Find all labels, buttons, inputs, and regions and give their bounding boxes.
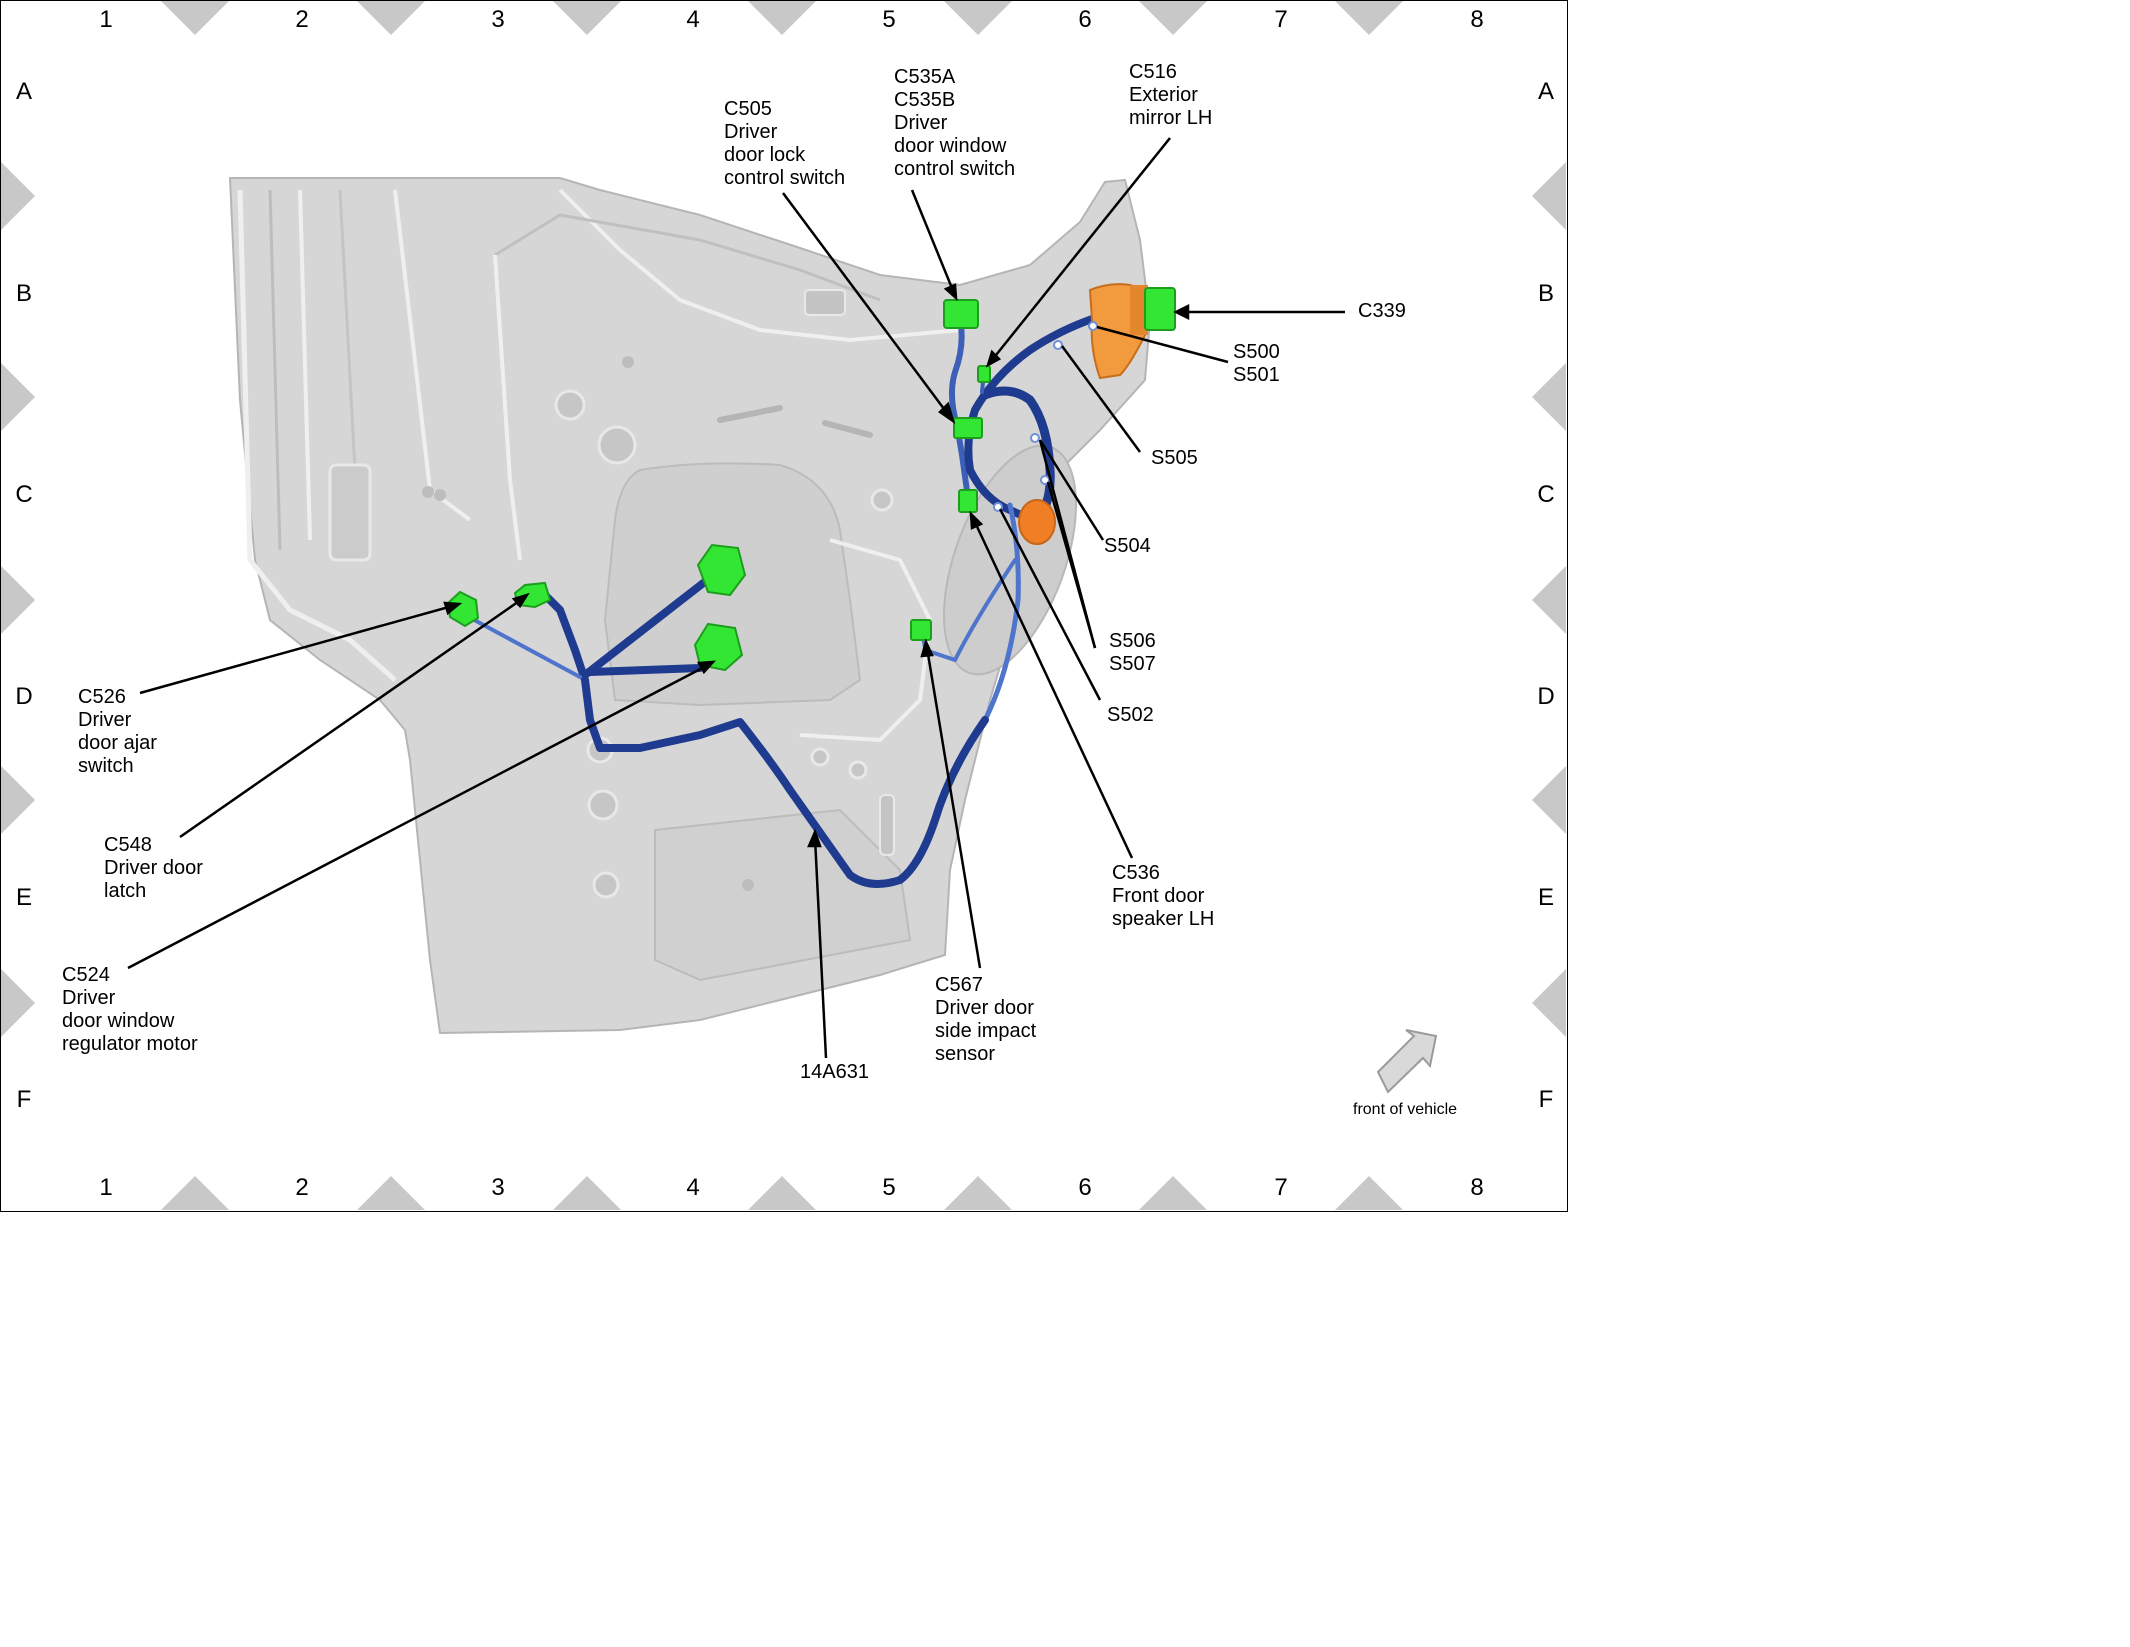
leader-lines (127, 137, 1345, 1059)
border-mark-top-2 (357, 1, 425, 35)
grid-row-left-C: C (15, 481, 33, 508)
door-panel (228, 177, 1152, 1035)
splice-s506-s507 (1040, 475, 1050, 485)
label-s504: S504 (1104, 535, 1151, 557)
grid-row-left-B: B (15, 280, 32, 307)
wiring-diagram (1, 1, 1566, 1210)
border-zone-marks (1, 1, 1566, 1210)
splice-s500-s501 (1088, 321, 1098, 331)
border-mark-bottom-3 (553, 1176, 621, 1210)
grid-column-bottom-8: 8 (1470, 1174, 1484, 1201)
connector-c526 (446, 590, 480, 628)
border-mark-left-1 (1, 162, 35, 230)
grid-row-right-E: E (1537, 884, 1554, 911)
border-mark-top-5 (944, 1, 1012, 35)
border-mark-bottom-7 (1335, 1176, 1403, 1210)
connectors (446, 287, 1176, 672)
grid-column-top-6: 6 (1078, 6, 1092, 33)
border-mark-left-4 (1, 766, 35, 834)
border-mark-right-5 (1532, 969, 1566, 1037)
splices (993, 321, 1098, 512)
label-c339: C339 (1358, 300, 1406, 322)
label-s502: S502 (1107, 704, 1154, 726)
border-mark-bottom-4 (748, 1176, 816, 1210)
label-c526: C526 Driver door ajar switch (78, 686, 157, 777)
grid-column-bottom-7: 7 (1274, 1174, 1288, 1201)
grid-row-right-B: B (1537, 280, 1554, 307)
label-c548: C548 Driver door latch (104, 834, 203, 902)
connector-c339 (1144, 287, 1176, 331)
grid-column-bottom-2: 2 (295, 1174, 309, 1201)
wiring-harness-14a631 (463, 314, 1099, 888)
grid-row-right-A: A (1537, 78, 1554, 105)
grid-row-right-F: F (1538, 1086, 1554, 1113)
grid-column-bottom-3: 3 (491, 1174, 505, 1201)
border-mark-bottom-2 (357, 1176, 425, 1210)
label-s505: S505 (1151, 447, 1198, 469)
border-mark-left-2 (1, 363, 35, 431)
connector-c505 (953, 417, 983, 439)
label-c536: C536 Front door speaker LH (1112, 862, 1215, 930)
grommets (1018, 283, 1148, 545)
border-mark-bottom-6 (1139, 1176, 1207, 1210)
connector-c535 (943, 299, 979, 329)
border-mark-right-4 (1532, 766, 1566, 834)
border-mark-top-4 (748, 1, 816, 35)
border-mark-left-3 (1, 566, 35, 634)
grid-column-top-5: 5 (882, 6, 896, 33)
border-mark-top-3 (553, 1, 621, 35)
grid-column-bottom-1: 1 (99, 1174, 113, 1201)
label-s506-s507: S506 S507 (1109, 630, 1156, 675)
border-mark-bottom-5 (944, 1176, 1012, 1210)
grid-row-left-F: F (16, 1086, 32, 1113)
grid-column-top-8: 8 (1470, 6, 1484, 33)
connector-c567 (910, 619, 932, 641)
diagram-frame (0, 0, 1568, 1212)
connector-c536 (958, 489, 978, 513)
grid-column-bottom-5: 5 (882, 1174, 896, 1201)
connector-c516 (977, 365, 991, 383)
label-c535: C535A C535B Driver door window control s… (894, 66, 1016, 180)
grid-row-right-D: D (1537, 683, 1555, 710)
label-s500-s501: S500 S501 (1233, 341, 1280, 386)
border-mark-top-1 (161, 1, 229, 35)
border-mark-right-3 (1532, 566, 1566, 634)
grid-column-top-1: 1 (99, 6, 113, 33)
label-c524: C524 Driver door window regulator motor (62, 964, 198, 1055)
splice-s504 (1030, 433, 1040, 443)
grid-column-top-3: 3 (491, 6, 505, 33)
border-mark-bottom-1 (161, 1176, 229, 1210)
grid-column-top-7: 7 (1274, 6, 1288, 33)
border-mark-right-2 (1532, 363, 1566, 431)
front-of-vehicle-label: front of vehicle (1353, 1101, 1458, 1118)
connector-c524-upper (696, 543, 747, 597)
label-c516: C516 Exterior mirror LH (1129, 61, 1213, 129)
grid-row-right-C: C (1537, 481, 1555, 508)
grid-column-top-2: 2 (295, 6, 309, 33)
label-c567: C567 Driver door side impact sensor (935, 974, 1037, 1065)
label-14a631: 14A631 (800, 1061, 869, 1083)
grid-row-left-A: A (15, 78, 32, 105)
front-of-vehicle-arrow-icon (1376, 1029, 1438, 1094)
grid-column-bottom-6: 6 (1078, 1174, 1092, 1201)
grid-column-bottom-4: 4 (686, 1174, 700, 1201)
border-mark-top-6 (1139, 1, 1207, 35)
border-mark-left-5 (1, 969, 35, 1037)
border-mark-right-1 (1532, 162, 1566, 230)
label-c505: C505 Driver door lock control switch (724, 98, 846, 189)
splice-s505 (1053, 340, 1063, 350)
border-mark-top-7 (1335, 1, 1403, 35)
grid-row-left-E: E (15, 884, 32, 911)
grid-column-top-4: 4 (686, 6, 700, 33)
grid-row-left-D: D (15, 683, 33, 710)
